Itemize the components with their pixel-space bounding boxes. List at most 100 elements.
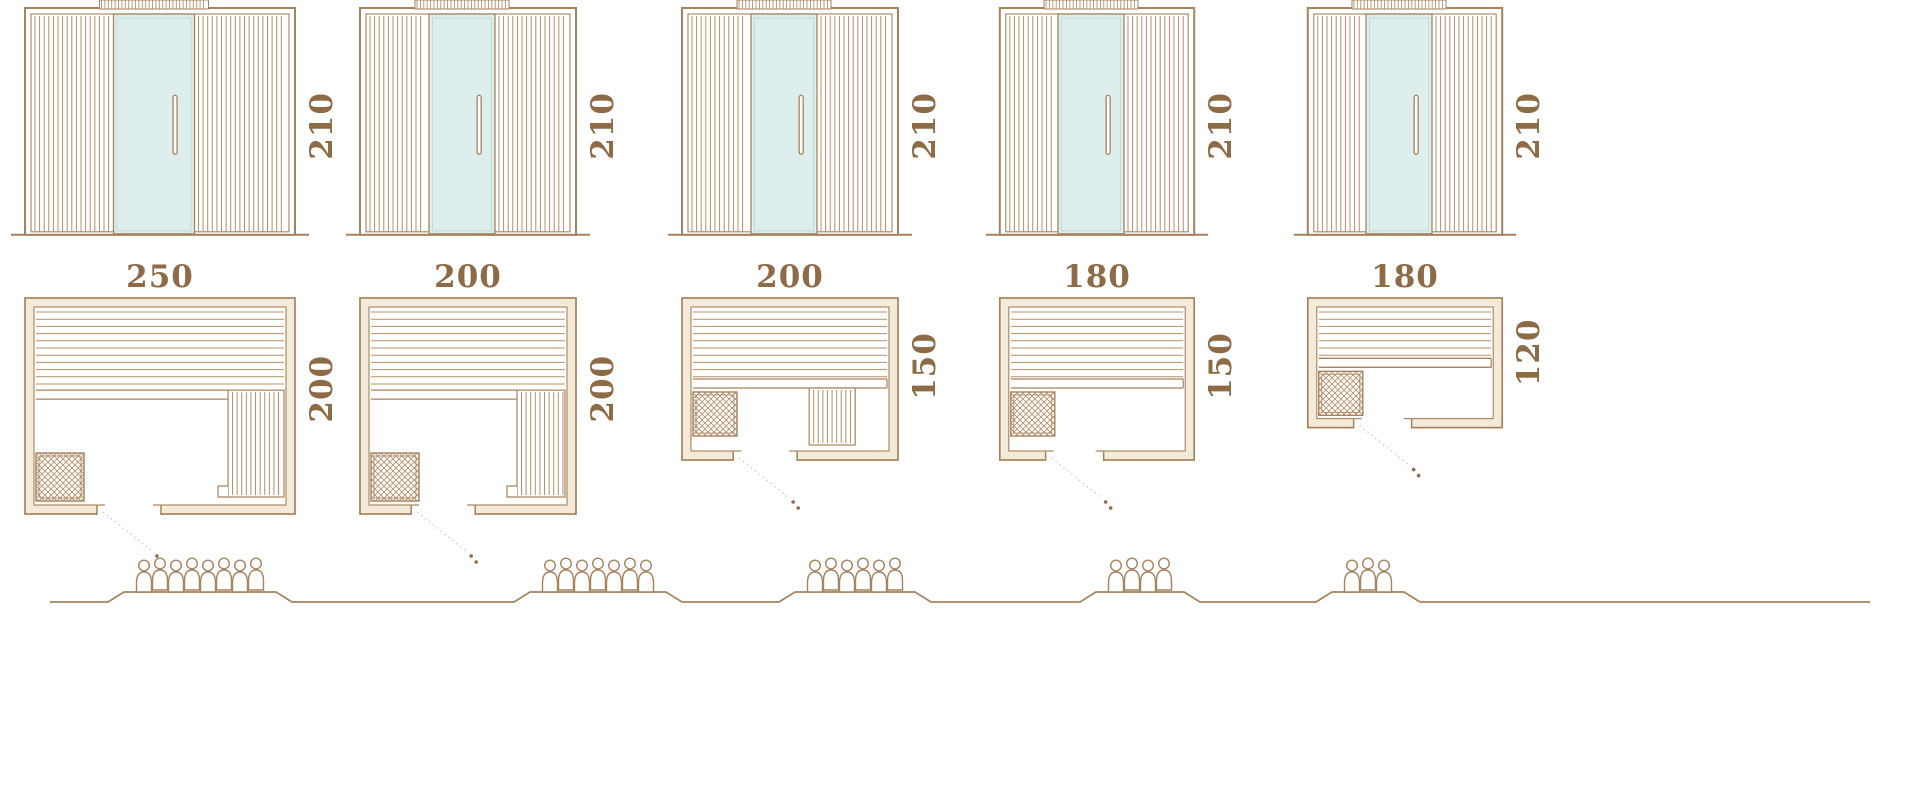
person-icon bbox=[637, 559, 655, 593]
person-icon bbox=[589, 557, 607, 591]
elevation-height-label: 210 bbox=[585, 92, 621, 160]
bench-front-edge bbox=[1318, 357, 1492, 368]
person-icon bbox=[199, 559, 217, 593]
elevation-height-label: 210 bbox=[304, 92, 340, 160]
person-icon bbox=[822, 557, 840, 591]
elevation-height-label: 210 bbox=[907, 92, 943, 160]
person-icon bbox=[167, 559, 185, 593]
plan-width-label: 180 bbox=[1063, 259, 1131, 295]
roof-vent-hatch bbox=[1351, 0, 1447, 10]
glass-door bbox=[1057, 13, 1125, 235]
person-icon bbox=[541, 559, 559, 593]
person-icon bbox=[1359, 557, 1377, 591]
sauna-180x120-capacity-group bbox=[1343, 557, 1393, 593]
person-icon bbox=[1343, 559, 1361, 593]
door-handle-icon bbox=[172, 94, 178, 155]
door-handle-icon bbox=[1413, 94, 1419, 155]
bench-front-edge bbox=[1010, 378, 1184, 389]
upper-bench-boards bbox=[371, 311, 565, 385]
sauna-180x150-capacity-group bbox=[1107, 557, 1173, 593]
person-icon bbox=[183, 557, 201, 591]
door-swing-marker bbox=[469, 554, 478, 564]
person-icon bbox=[1155, 557, 1173, 591]
upper-bench-boards bbox=[693, 311, 887, 378]
person-icon bbox=[621, 557, 639, 591]
person-icon bbox=[605, 559, 623, 593]
wood-slat-panels bbox=[691, 16, 886, 232]
person-icon bbox=[247, 557, 265, 591]
roof-vent-hatch bbox=[414, 0, 510, 10]
door-swing-line bbox=[738, 457, 790, 499]
person-icon bbox=[215, 557, 233, 591]
capacity-baseline bbox=[50, 591, 1870, 603]
sauna-200x200-floor-plan: 200 200 bbox=[359, 259, 621, 564]
sauna-200x150-capacity-group bbox=[806, 557, 904, 593]
door-swing-marker bbox=[791, 500, 800, 510]
person-icon bbox=[886, 557, 904, 591]
roof-vent-hatch bbox=[1043, 0, 1139, 10]
plan-door-opening bbox=[1044, 449, 1113, 510]
side-bench-boards bbox=[506, 389, 566, 498]
step-bench-boards bbox=[808, 387, 856, 446]
roof-vent-hatch bbox=[99, 0, 209, 10]
heater-icon bbox=[1010, 391, 1056, 437]
heater-icon bbox=[692, 391, 738, 437]
door-handle-icon bbox=[798, 94, 804, 155]
person-icon bbox=[135, 559, 153, 593]
heater-icon bbox=[1318, 370, 1364, 417]
person-icon bbox=[1123, 557, 1141, 591]
upper-bench-boards bbox=[1010, 311, 1184, 378]
person-icon bbox=[838, 559, 856, 593]
upper-bench-boards bbox=[36, 311, 284, 385]
plan-depth-label: 150 bbox=[907, 332, 943, 400]
plan-door-opening bbox=[96, 503, 164, 564]
person-icon bbox=[870, 559, 888, 593]
person-icon bbox=[151, 557, 169, 591]
wood-slat-panels bbox=[1317, 16, 1492, 232]
plan-depth-label: 120 bbox=[1511, 319, 1547, 387]
elevation-height-label: 210 bbox=[1511, 92, 1547, 160]
sauna-250x200-elevation: 210 bbox=[11, 0, 340, 236]
person-icon bbox=[1107, 559, 1125, 593]
wood-slat-panels bbox=[1009, 16, 1184, 232]
plan-door-opening bbox=[410, 503, 478, 564]
plan-door-opening bbox=[1352, 417, 1421, 478]
sauna-180x150-floor-plan: 180 150 bbox=[998, 259, 1239, 510]
glass-door bbox=[112, 13, 196, 235]
sauna-200x150-elevation: 210 bbox=[668, 0, 943, 236]
roof-vent-hatch bbox=[736, 0, 832, 10]
plan-door-opening bbox=[732, 449, 800, 510]
wood-slat-panels bbox=[34, 16, 282, 232]
upper-bench-boards bbox=[1318, 311, 1492, 356]
wood-slat-panels bbox=[369, 16, 564, 232]
plan-width-label: 200 bbox=[434, 259, 502, 295]
door-swing-line bbox=[102, 511, 154, 553]
person-icon bbox=[557, 557, 575, 591]
side-bench-boards bbox=[217, 389, 285, 498]
sauna-180x150-elevation: 210 bbox=[985, 0, 1239, 236]
door-swing-line bbox=[416, 511, 468, 553]
door-swing-line bbox=[1359, 425, 1411, 467]
sauna-200x200-elevation: 210 bbox=[346, 0, 621, 236]
person-icon bbox=[854, 557, 872, 591]
person-icon bbox=[806, 559, 824, 593]
plan-depth-label: 200 bbox=[585, 355, 621, 423]
sauna-200x200-capacity-group bbox=[541, 557, 655, 593]
door-handle-icon bbox=[476, 94, 482, 155]
plan-depth-label: 150 bbox=[1203, 332, 1239, 400]
person-icon bbox=[573, 559, 591, 593]
person-icon bbox=[1375, 559, 1393, 593]
elevation-height-label: 210 bbox=[1203, 92, 1239, 160]
person-icon bbox=[1139, 559, 1157, 593]
plan-depth-label: 200 bbox=[304, 355, 340, 423]
person-icon bbox=[231, 559, 249, 593]
sauna-250x200-capacity-group bbox=[135, 557, 265, 593]
heater-icon bbox=[35, 452, 85, 502]
heater-icon bbox=[370, 452, 420, 502]
door-swing-marker bbox=[1411, 467, 1421, 478]
